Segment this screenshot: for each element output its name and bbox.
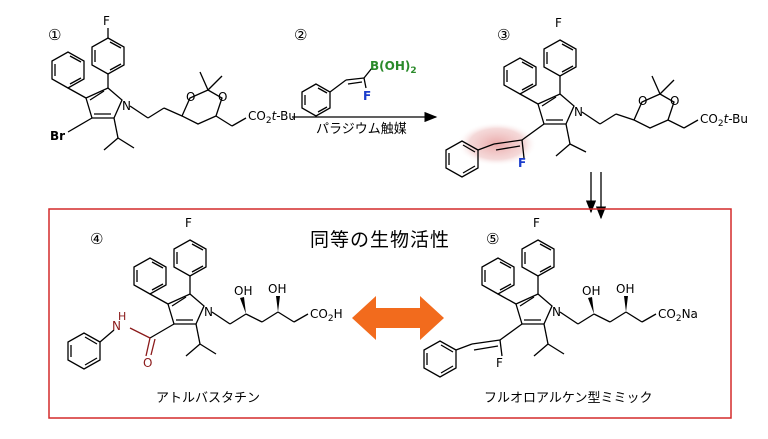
acid-5: CO2Na xyxy=(658,307,698,324)
reaction-arrow xyxy=(292,67,438,123)
compound-number-2: ② xyxy=(294,26,308,44)
reagent-fluorine: F xyxy=(363,89,372,103)
compound-5 xyxy=(423,239,657,378)
box-title: 同等の生物活性 xyxy=(310,229,451,251)
boronic-acid-label: B(OH)2 xyxy=(370,59,417,76)
compound-3 xyxy=(445,39,699,178)
atom-n-5: N xyxy=(552,305,561,319)
ester-3: CO2t-Bu xyxy=(700,112,749,129)
atom-nh-4: N xyxy=(112,319,121,333)
atom-f-4: F xyxy=(185,216,192,230)
atom-n-3: N xyxy=(574,105,583,119)
atom-o1-1: O xyxy=(186,90,196,104)
compound-number-5: ⑤ xyxy=(486,230,500,248)
atom-oh1-4: OH xyxy=(234,284,253,298)
atom-o2-3: O xyxy=(670,94,680,108)
atom-n-4: N xyxy=(204,305,213,319)
atom-oh1-5: OH xyxy=(582,284,601,298)
double-arrow xyxy=(352,296,444,340)
caption-atorvastatin: アトルバスタチン xyxy=(156,391,261,406)
compound-1 xyxy=(51,28,247,151)
comparison-box xyxy=(48,208,732,419)
atom-n-1: N xyxy=(122,99,131,113)
catalyst-label: パラジウム触媒 xyxy=(316,122,407,137)
compound-number-3: ③ xyxy=(497,26,511,44)
hydroxyl-wedges-5 xyxy=(588,296,628,314)
atom-o-amide-4: O xyxy=(143,356,153,370)
atom-f-vinyl-5: F xyxy=(496,356,503,370)
atom-f-3: F xyxy=(555,16,562,30)
atom-o2-1: O xyxy=(218,90,228,104)
atom-br-1: Br xyxy=(50,129,66,143)
compound-number-4: ④ xyxy=(90,230,104,248)
atom-o1-3: O xyxy=(638,94,648,108)
atom-f-1: F xyxy=(103,14,110,28)
compound-4 xyxy=(67,239,309,370)
ester-1: CO2t-Bu xyxy=(248,109,297,126)
caption-mimic: フルオロアルケン型ミミック xyxy=(484,391,653,406)
atom-f-vinyl-3: F xyxy=(518,156,527,170)
acid-4: CO2H xyxy=(310,307,343,324)
down-arrows xyxy=(585,172,607,220)
atom-oh2-4: OH xyxy=(268,282,287,296)
atom-h-4: H xyxy=(118,310,127,323)
compound-number-1: ① xyxy=(48,26,62,44)
atom-f-5: F xyxy=(533,216,540,230)
atom-oh2-5: OH xyxy=(616,282,635,296)
hydroxyl-wedges-4 xyxy=(240,296,280,314)
